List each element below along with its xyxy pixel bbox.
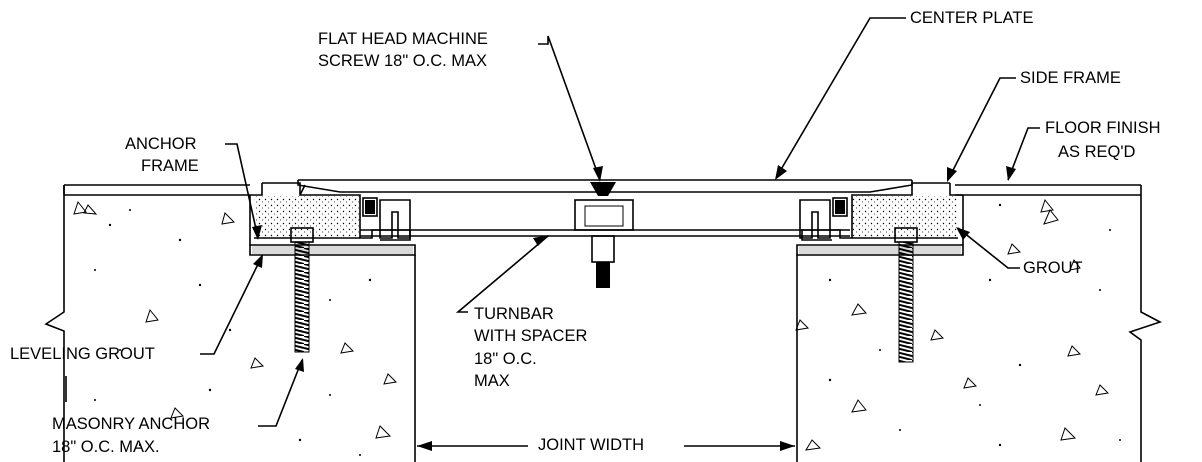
spacer-block — [574, 182, 634, 288]
anchor-frame-label-2: FRAME — [141, 157, 199, 175]
masonry-anchor-label-1: MASONRY ANCHOR — [52, 415, 211, 433]
center-plate-label: CENTER PLATE — [910, 9, 1034, 27]
left-side-frame-clip — [362, 197, 411, 239]
left-concrete-slab — [44, 184, 416, 462]
concrete-aggregate — [73, 198, 1121, 456]
floor-finish-label-2: AS REQ'D — [1058, 143, 1136, 161]
turnbar-label-3: 18" O.C. — [474, 350, 537, 368]
turnbar-label-2: WITH SPACER — [474, 327, 588, 345]
joint-width-dimension — [417, 441, 795, 451]
turnbar — [360, 229, 850, 237]
left-masonry-anchor — [290, 227, 314, 353]
arrowheads — [252, 165, 1016, 372]
grout-label: GROUT — [1023, 259, 1083, 277]
flat-head-screw-label-2: SCREW 18" O.C. MAX — [318, 52, 488, 70]
turnbar-label-4: MAX — [474, 372, 510, 390]
masonry-anchor-label-2: 18" O.C. MAX. — [52, 438, 160, 456]
leader-lines — [65, 17, 1040, 427]
joint-width-label: JOINT WIDTH — [538, 436, 645, 454]
right-masonry-anchor — [894, 227, 918, 363]
side-frame-label: SIDE FRAME — [1020, 69, 1121, 87]
right-side-frame-clip — [799, 197, 848, 239]
right-anchor-frame — [796, 182, 964, 256]
turnbar-label-1: TURNBAR — [474, 305, 554, 323]
flat-head-screw-label-1: FLAT HEAD MACHINE — [318, 30, 488, 48]
leveling-grout-label: LEVELING GROUT — [10, 345, 155, 363]
left-anchor-frame — [249, 182, 416, 256]
floor-finish-label-1: FLOOR FINISH — [1045, 119, 1161, 137]
anchor-frame-label-1: ANCHOR — [125, 135, 197, 153]
